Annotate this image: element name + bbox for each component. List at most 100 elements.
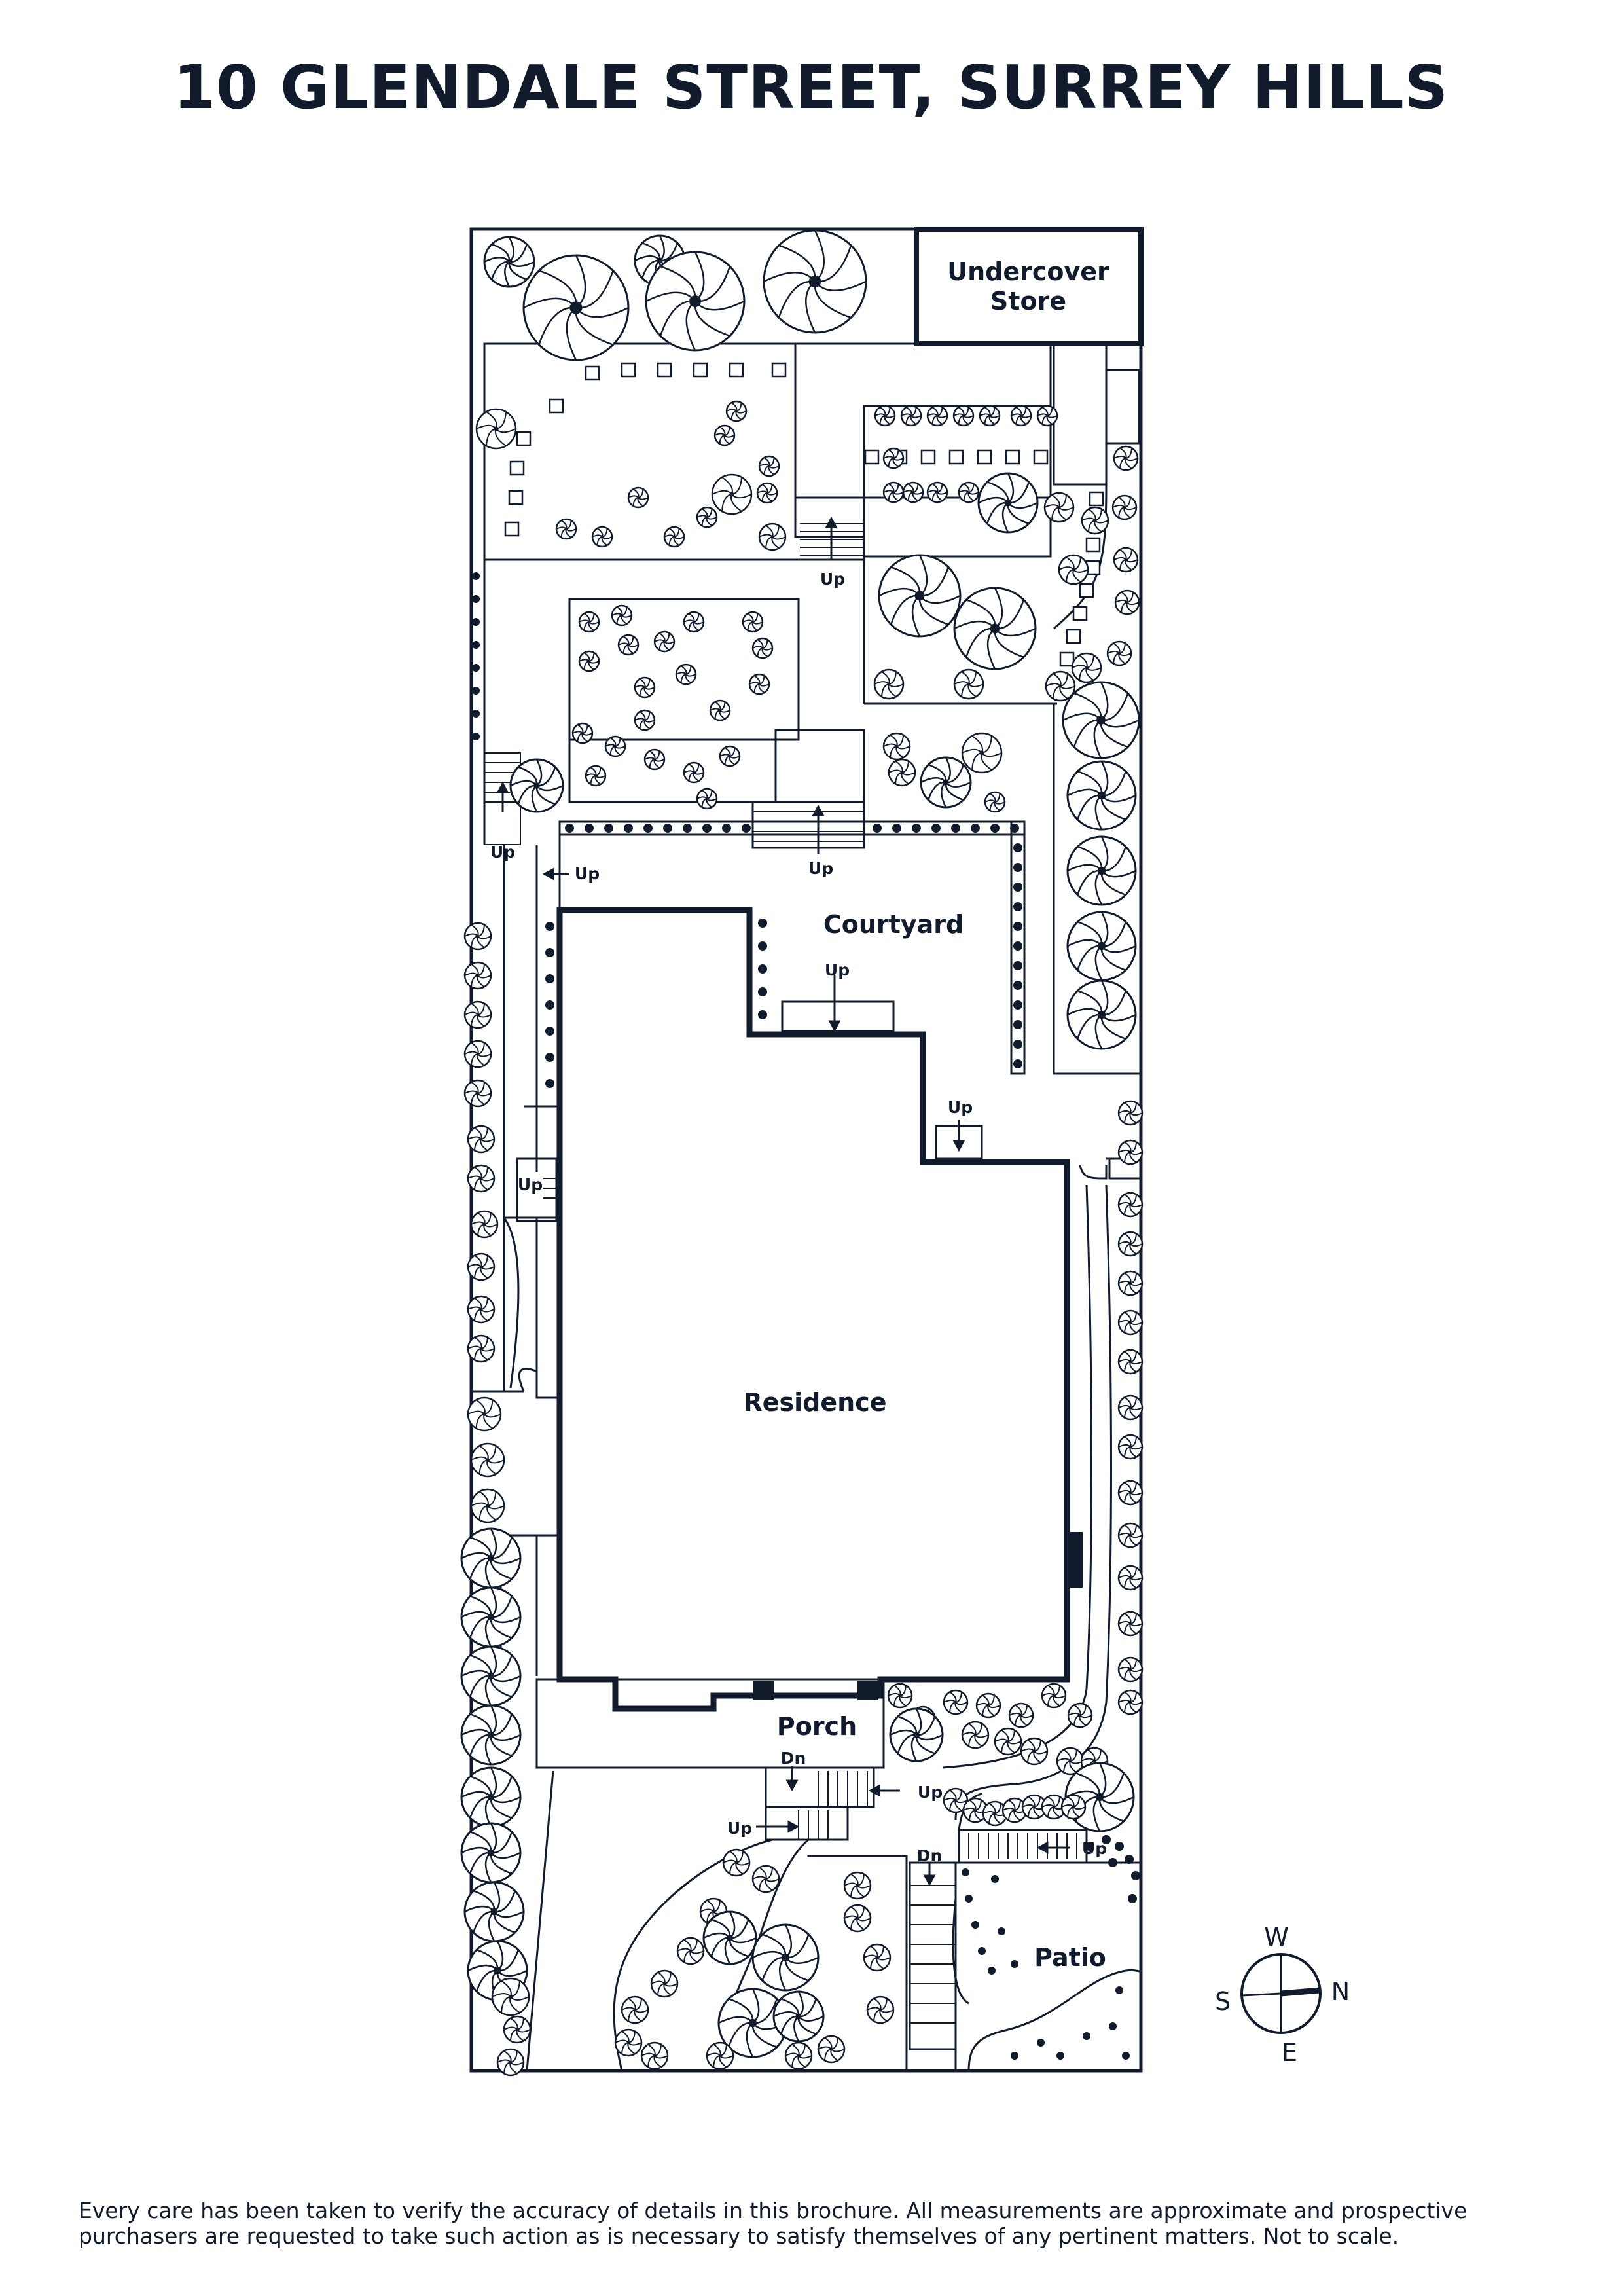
tree-icon — [706, 2041, 734, 2070]
tree-icon — [1066, 760, 1137, 831]
tree-icon — [887, 1683, 913, 1709]
stair-label-up: Up — [808, 859, 833, 878]
tree-icon — [467, 1334, 496, 1363]
stair-label-dn: Dn — [917, 1846, 943, 1865]
tree-icon — [470, 1210, 499, 1239]
tree-icon — [882, 732, 911, 761]
tree-icon — [463, 961, 492, 990]
tree-icon — [509, 758, 564, 813]
tree-icon — [863, 1943, 892, 1972]
tree-icon — [900, 405, 922, 427]
tree-icon — [463, 922, 492, 951]
tree-icon — [1066, 979, 1137, 1050]
tree-icon — [902, 481, 924, 503]
tree-icon — [653, 630, 676, 653]
tree-icon — [742, 611, 764, 633]
tree-icon — [467, 1125, 496, 1154]
tree-icon — [696, 506, 718, 528]
porch-post-2 — [857, 1681, 878, 1700]
tree-icon — [1117, 1522, 1144, 1548]
tree-icon — [460, 1822, 522, 1884]
tree-icon — [470, 1488, 505, 1523]
undercover-store-label-2: Store — [990, 287, 1066, 316]
tree-icon — [1020, 1737, 1049, 1766]
tree-icon — [460, 1586, 522, 1648]
tree-icon — [503, 2015, 532, 2044]
tree-icon — [634, 676, 656, 699]
tree-icon — [460, 1645, 522, 1707]
tree-icon — [460, 1766, 522, 1828]
tree-icon — [1111, 494, 1138, 520]
tree-icon — [920, 756, 972, 809]
tree-icon — [463, 1040, 492, 1068]
tree-icon — [1117, 1434, 1144, 1460]
tree-icon — [979, 405, 1001, 427]
tree-icon — [683, 611, 705, 633]
stair-label-up: Up — [575, 864, 600, 883]
tree-icon — [467, 1164, 496, 1193]
tree-icon — [751, 1923, 820, 1992]
compass-w: W — [1264, 1923, 1289, 1952]
tree-icon — [702, 1910, 757, 1965]
tree-icon — [571, 722, 594, 744]
tree-icon — [758, 455, 780, 477]
tree-icon — [650, 1969, 679, 1998]
disclaimer-line-2: purchasers are requested to take such ac… — [79, 2223, 1399, 2249]
tree-icon — [578, 611, 600, 633]
tree-icon — [611, 604, 633, 627]
tree-icon — [975, 1692, 1001, 1719]
tree-icon — [585, 765, 607, 787]
residence-outline — [556, 907, 1070, 1712]
tree-icon — [1056, 1747, 1085, 1776]
tree-icon — [711, 473, 753, 515]
stair-label-up: Up — [1082, 1839, 1107, 1858]
compass-e: E — [1282, 2038, 1297, 2067]
tree-icon — [717, 1988, 788, 2058]
tree-icon — [709, 699, 731, 721]
tree-icon — [984, 791, 1006, 813]
tree-icon — [873, 668, 905, 700]
tree-icon — [591, 526, 613, 548]
tree-icon — [977, 472, 1039, 534]
tree-icon — [645, 251, 746, 352]
porch-label: Porch — [777, 1712, 857, 1741]
tree-icon — [617, 634, 640, 656]
tree-icon — [994, 1727, 1022, 1756]
tree-icon — [1117, 1611, 1144, 1637]
tree-icon — [961, 1721, 990, 1749]
tree-icon — [460, 1704, 522, 1766]
tree-icon — [874, 405, 896, 427]
site-lines — [469, 227, 1144, 2073]
tree-icon — [1010, 405, 1032, 427]
residence-window-east — [1068, 1532, 1083, 1588]
tree-icon — [1041, 1794, 1067, 1820]
tree-icon — [663, 526, 685, 548]
tree-icon — [491, 1977, 530, 2016]
tree-icon — [713, 424, 736, 446]
tree-icon — [1117, 1656, 1144, 1683]
tree-icon — [483, 236, 535, 288]
tree-icon — [496, 2048, 525, 2077]
tree-icon — [1067, 1702, 1093, 1728]
tree-icon — [784, 2041, 813, 2070]
stair-label-up: Up — [518, 1175, 543, 1194]
compass-n: N — [1331, 1977, 1350, 2006]
tree-icon — [817, 2035, 846, 2064]
tree-icon — [1117, 1309, 1144, 1336]
stair-label-up: Up — [918, 1783, 943, 1802]
tree-icon — [751, 637, 774, 659]
tree-icon — [953, 668, 984, 700]
tree-icon — [696, 788, 718, 810]
tree-icon — [676, 1937, 705, 1965]
stair-arrows — [496, 516, 1070, 1887]
tree-icon — [926, 481, 948, 503]
tree-icon — [634, 709, 656, 731]
tree-icon — [1066, 911, 1137, 981]
tree-icon — [1117, 1394, 1144, 1421]
tree-icon — [758, 522, 787, 551]
tree-icon — [843, 1904, 872, 1933]
tree-icon — [683, 761, 705, 784]
tree-icon — [1117, 1349, 1144, 1375]
tree-icon — [878, 554, 962, 638]
